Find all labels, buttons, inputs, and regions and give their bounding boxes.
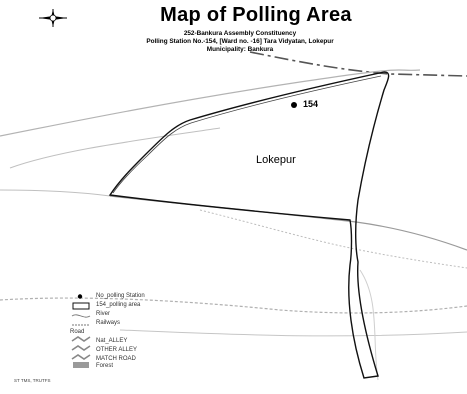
legend-item: MATCH ROAD bbox=[70, 355, 210, 364]
legend-item-label: OTHER ALLEY bbox=[96, 347, 138, 353]
legend-item: Nat_ALLEY bbox=[70, 337, 210, 346]
legend-item-label: Nat_ALLEY bbox=[96, 338, 128, 344]
subtitle-station: Polling Station No.-154, [Ward no. -16] … bbox=[146, 38, 334, 45]
compass-rose-icon bbox=[39, 9, 67, 27]
river-line bbox=[9, 127, 221, 169]
place-label-lokepur: Lokepur bbox=[256, 154, 296, 166]
map-title: Map of Polling Area bbox=[160, 4, 352, 26]
road-line bbox=[109, 195, 467, 251]
road-line bbox=[359, 269, 379, 381]
top-road bbox=[249, 51, 467, 77]
forest-swatch-icon bbox=[73, 362, 89, 368]
polling-area-boundary bbox=[108, 71, 390, 379]
footer-text: ST TMS, TRUTFS bbox=[14, 378, 51, 383]
subtitle-constituency: 252-Bankura Assembly Constituency bbox=[183, 30, 297, 37]
road-line-icon bbox=[71, 345, 91, 351]
river-line bbox=[0, 69, 421, 137]
station-dot-icon bbox=[291, 102, 297, 108]
legend-item-label: 154_polling area bbox=[96, 302, 141, 308]
legend-heading: Road bbox=[70, 328, 210, 337]
legend-item: No_polling Station bbox=[70, 292, 210, 301]
station-number-label: 154 bbox=[303, 99, 319, 109]
polling-area-inner bbox=[112, 75, 382, 194]
legend-item-label: MATCH ROAD bbox=[96, 356, 136, 362]
legend-item: 154_polling area bbox=[70, 301, 210, 310]
road-line bbox=[119, 329, 467, 337]
legend-item: River bbox=[70, 310, 210, 319]
station-dot-icon bbox=[77, 294, 83, 299]
river-line-icon bbox=[71, 314, 91, 318]
area-box-icon bbox=[72, 302, 90, 310]
legend-item-label: River bbox=[96, 311, 111, 317]
road-line bbox=[199, 209, 467, 269]
subtitle-municipality: Municipality: Bankura bbox=[206, 46, 274, 53]
legend-item-label: Forest bbox=[96, 363, 114, 369]
legend-item-label: Railways bbox=[96, 320, 121, 326]
legend-item-label: Road bbox=[70, 329, 85, 335]
legend-item: Railways bbox=[70, 319, 210, 328]
legend-item-label: No_polling Station bbox=[96, 293, 145, 299]
road-line bbox=[0, 189, 111, 197]
legend-item: OTHER ALLEY bbox=[70, 346, 210, 355]
road-line-icon bbox=[71, 354, 91, 360]
river-line bbox=[0, 297, 467, 314]
legend-symbols bbox=[71, 294, 91, 368]
legend-item: Forest bbox=[70, 362, 210, 371]
road-line-icon bbox=[71, 336, 91, 342]
